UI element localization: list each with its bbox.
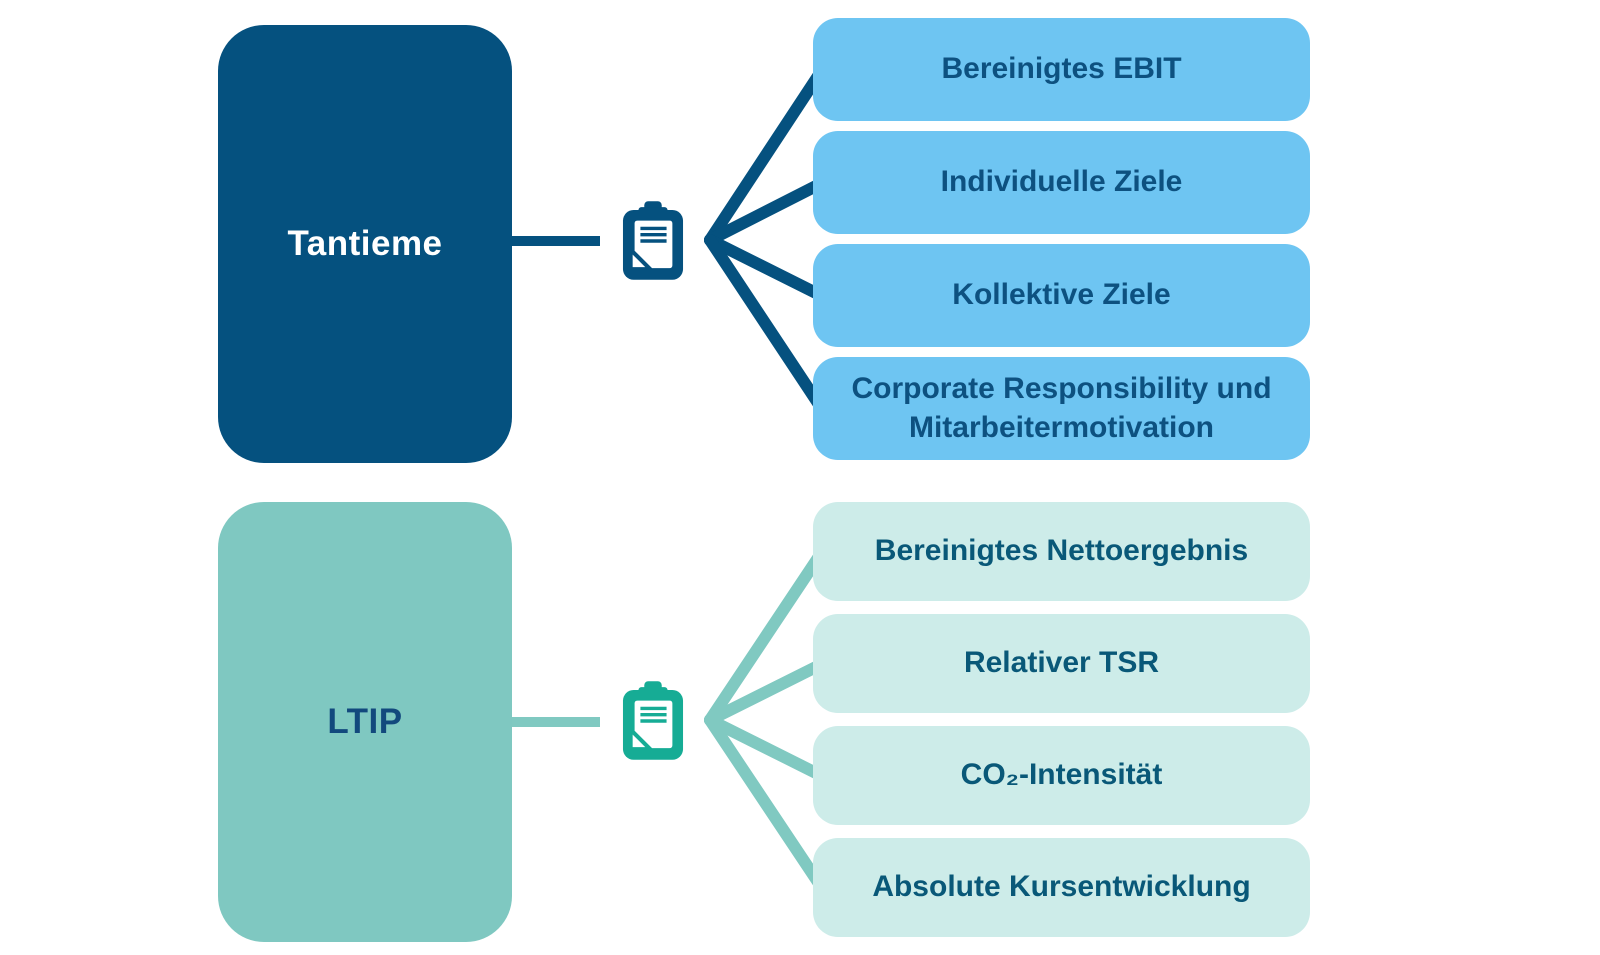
source-box-tantieme: Tantieme xyxy=(218,25,512,463)
criterion-box: Kollektive Ziele xyxy=(813,244,1310,347)
clipboard-icon xyxy=(622,680,684,767)
criterion-box: Relativer TSR xyxy=(813,614,1310,713)
criterion-label: Relativer TSR xyxy=(963,646,1160,680)
source-box-label: LTIP xyxy=(327,702,403,741)
criterion-label: Bereinigtes EBIT xyxy=(941,52,1182,86)
criterion-box: CO₂-Intensität xyxy=(813,726,1310,825)
source-box-label: Tantieme xyxy=(287,224,443,263)
criterion-box: Bereinigtes EBIT xyxy=(813,18,1310,121)
criterion-label: Absolute Kursentwicklung xyxy=(872,870,1251,904)
criterion-box: Individuelle Ziele xyxy=(813,131,1310,234)
criterion-label: Corporate Responsibility und Mitarbeiter… xyxy=(851,372,1272,444)
clipboard-icon xyxy=(622,200,684,287)
criterion-box: Bereinigtes Nettoergebnis xyxy=(813,502,1310,601)
source-box-ltip: LTIP xyxy=(218,502,512,942)
criterion-box: Corporate Responsibility und Mitarbeiter… xyxy=(813,357,1310,460)
criterion-label: Individuelle Ziele xyxy=(940,165,1183,199)
criterion-label: Bereinigtes Nettoergebnis xyxy=(874,534,1249,568)
criterion-label: Kollektive Ziele xyxy=(952,278,1171,312)
criterion-box: Absolute Kursentwicklung xyxy=(813,838,1310,937)
criterion-label: CO₂-Intensität xyxy=(960,758,1163,792)
